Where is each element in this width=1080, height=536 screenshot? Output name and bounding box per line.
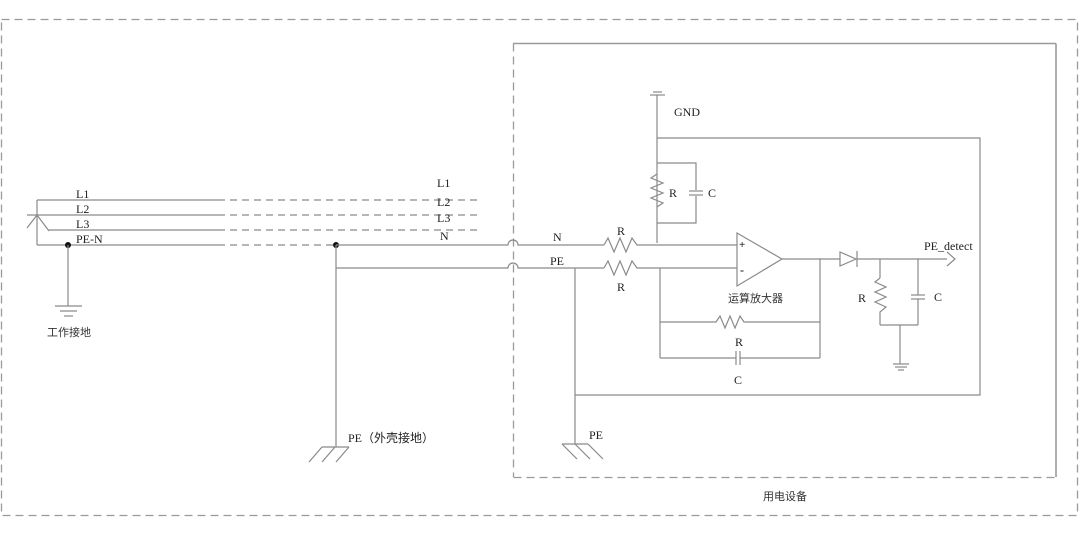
label-pe-chassis: PE（外壳接地） <box>348 430 434 445</box>
dashed-bus-lines <box>218 199 480 246</box>
opamp-minus: - <box>740 263 744 277</box>
label-mid-L3: L3 <box>437 211 450 225</box>
label-c-out: C <box>934 290 942 304</box>
label-r-gnd: R <box>669 186 677 200</box>
label-opamp: 运算放大器 <box>728 291 783 305</box>
opamp-icon <box>736 231 784 288</box>
diode-icon <box>839 251 858 267</box>
output-port-icon <box>946 251 956 267</box>
label-pe-device: PE <box>589 428 603 442</box>
wire-PE <box>336 262 604 269</box>
label-dev-N: N <box>553 230 562 244</box>
capacitor-feedback <box>735 351 741 365</box>
wire-N <box>336 239 604 246</box>
label-pe-detect: PE_detect <box>924 239 973 253</box>
label-mid-L2: L2 <box>437 195 450 209</box>
label-working-ground: 工作接地 <box>47 326 91 339</box>
opamp-plus: + <box>739 239 745 251</box>
chassis-ground-icon <box>308 446 350 463</box>
label-mid-N: N <box>440 229 449 243</box>
source-star <box>26 199 218 246</box>
label-r-fb: R <box>735 335 743 349</box>
resistor-gnd <box>649 173 665 208</box>
inner-frame <box>575 137 981 396</box>
label-mid-L1: L1 <box>437 176 450 190</box>
device-label: 用电设备 <box>763 489 807 503</box>
label-r-out: R <box>858 291 866 305</box>
label-source-L1: L1 <box>76 187 89 201</box>
gnd-icon <box>650 91 665 96</box>
label-source-L3: L3 <box>76 217 89 231</box>
system-boundary <box>0 18 1079 517</box>
resistor-feedback <box>660 314 820 330</box>
resistor-out <box>873 277 888 325</box>
device-boundary <box>512 42 1057 479</box>
label-r-in-N: R <box>617 224 625 238</box>
device-ground-icon <box>561 443 604 460</box>
label-c-fb: C <box>734 373 742 387</box>
working-ground-icon <box>55 305 82 317</box>
output-ground-icon <box>893 363 909 371</box>
label-dev-PE: PE <box>550 254 564 268</box>
label-source-L2: L2 <box>76 202 89 216</box>
resistor-in-PE <box>603 259 737 277</box>
label-gnd: GND <box>674 105 700 119</box>
capacitor-out <box>911 294 925 300</box>
label-source-PEN: PE-N <box>76 232 103 246</box>
label-r-in-PE: R <box>617 280 625 294</box>
resistor-in-N <box>603 236 737 254</box>
capacitor-gnd <box>689 190 703 196</box>
label-c-gnd: C <box>708 186 716 200</box>
